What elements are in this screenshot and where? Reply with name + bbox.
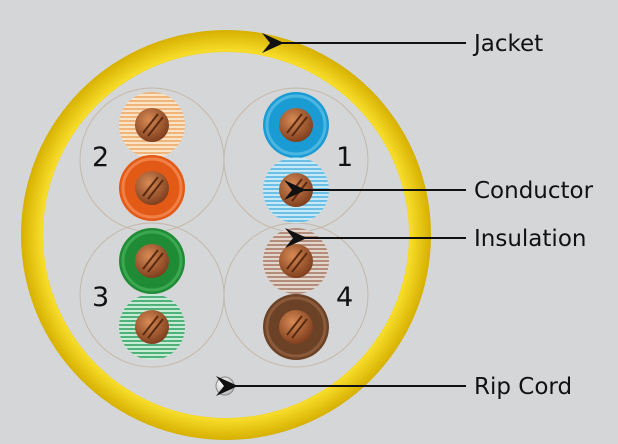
jacket-label: Jacket — [472, 31, 543, 57]
rip-cord — [215, 376, 235, 396]
wire-brown — [263, 294, 329, 360]
wire-orange — [119, 155, 185, 221]
pair-number-2: 2 — [92, 142, 109, 173]
wire-white-brown — [263, 228, 329, 294]
pair-number-1: 1 — [336, 142, 353, 173]
pair-number-3: 3 — [92, 282, 109, 313]
pair-number-4: 4 — [336, 282, 353, 313]
wire-white-green — [119, 294, 185, 360]
wire-green — [119, 228, 185, 294]
rip-cord-label: Rip Cord — [474, 374, 572, 400]
conductor-label: Conductor — [474, 178, 594, 204]
wire-blue — [263, 92, 329, 158]
insulation-label: Insulation — [474, 226, 586, 252]
wire-white-orange — [119, 92, 185, 158]
jacket-inner — [43, 52, 409, 418]
